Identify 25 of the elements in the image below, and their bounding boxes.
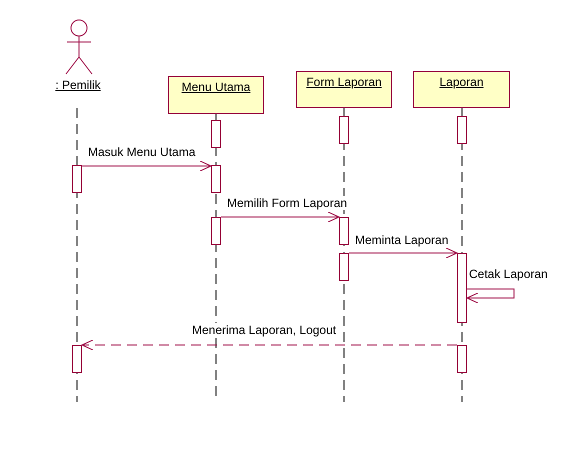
activation-bar [339, 253, 349, 281]
activation-bar [457, 253, 467, 323]
activation-bar [457, 345, 467, 373]
object-box: Menu Utama [168, 76, 264, 114]
message-label: Memilih Form Laporan [227, 196, 348, 210]
object-box: Laporan [413, 71, 510, 108]
message-label: Masuk Menu Utama [88, 145, 196, 159]
message-arrow [82, 160, 212, 172]
message-label: Menerima Laporan, Logout [192, 323, 336, 337]
message-arrow [466, 288, 514, 304]
message-arrow [348, 248, 458, 258]
activation-bar [72, 165, 82, 193]
activation-bar [211, 165, 221, 193]
activation-bar [72, 345, 82, 373]
message-arrow [82, 340, 458, 350]
activation-bar [211, 217, 221, 245]
object-box: Form Laporan [296, 71, 392, 108]
activation-bar [339, 217, 349, 245]
activation-bar [457, 116, 467, 144]
message-label: Cetak Laporan [469, 267, 548, 281]
activation-bar [211, 120, 221, 148]
message-label: Meminta Laporan [355, 233, 448, 247]
message-arrow [220, 212, 340, 222]
actor-name: : Pemilik [54, 78, 102, 92]
activation-bar [339, 116, 349, 144]
